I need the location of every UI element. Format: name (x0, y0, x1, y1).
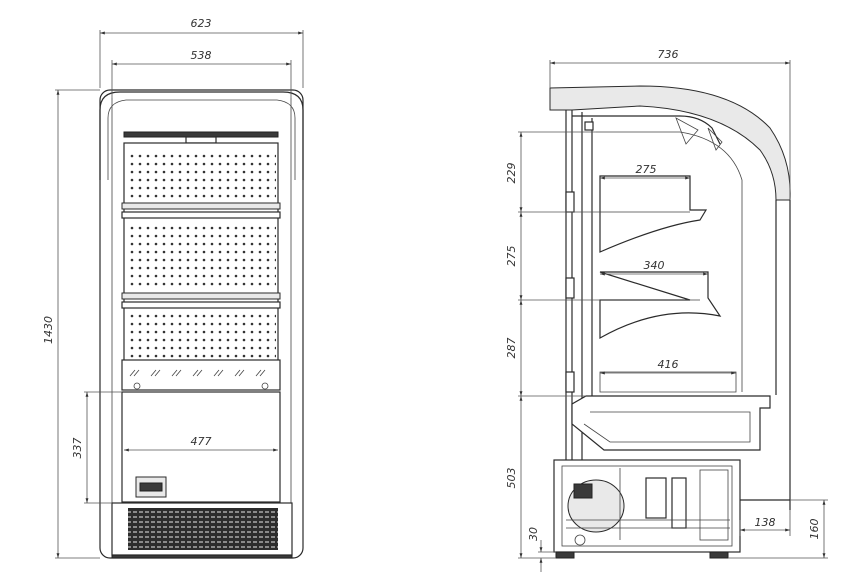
label-side-shelf-depth-middle: 340 (644, 259, 665, 272)
side-condenser (699, 469, 729, 541)
front-shelf-2-edge (121, 301, 281, 309)
side-shelf-lines (600, 211, 700, 301)
dim-side-spacing: 229 275 287 503 (505, 131, 600, 559)
dim-side-rear-offset: 138 (739, 510, 791, 536)
label-front-base-height: 337 (71, 438, 84, 459)
front-canopy-inner (107, 99, 296, 180)
side-filter-drier (671, 477, 687, 529)
front-shelf-2 (121, 292, 281, 300)
label-side-rear-offset: 138 (755, 516, 776, 529)
front-light-bar (123, 131, 279, 138)
side-bottom-shelf (599, 371, 737, 393)
label-side-base-height: 503 (505, 468, 518, 489)
front-shelf-1-edge (121, 211, 281, 219)
front-control-display (139, 482, 163, 492)
label-front-overall-height: 1430 (42, 316, 55, 344)
dim-side-overall-depth: 736 (549, 48, 791, 200)
front-view: 623 538 1430 337 477 (42, 17, 304, 559)
front-foot (111, 554, 293, 559)
label-side-spacing-middle: 275 (505, 246, 518, 267)
side-basin-inner (583, 411, 751, 443)
side-receiver (645, 477, 667, 519)
dim-front-inner-width: 538 (111, 49, 292, 98)
front-light-bracket (185, 136, 217, 144)
dim-front-overall-width: 623 (99, 17, 304, 88)
side-piping (566, 468, 730, 540)
dim-side-foot-height: 30 (527, 527, 556, 572)
label-front-overall-width: 623 (191, 17, 212, 30)
side-shelf-1 (599, 175, 708, 253)
side-front-edge (775, 200, 791, 510)
front-vent-grille (128, 508, 278, 550)
side-foot-front (555, 551, 575, 559)
side-light-fixture-2 (707, 127, 723, 151)
side-shelf-2 (599, 271, 722, 340)
label-side-shelf-depth-bottom: 416 (658, 358, 679, 371)
front-perforation-upper (126, 150, 276, 200)
side-top-bracket (584, 121, 594, 131)
label-front-cabinet-width: 477 (191, 435, 212, 448)
label-side-spacing-bottom: 287 (505, 338, 518, 359)
dim-front-cabinet-width: 477 (124, 435, 278, 452)
front-bottom-plate (121, 359, 281, 391)
label-side-rear-height: 160 (808, 519, 821, 540)
dim-side-shelf-depths: 275 340 416 (600, 163, 736, 375)
front-side-walls (111, 98, 292, 505)
label-side-overall-depth: 736 (658, 48, 679, 61)
front-bottom-plate-marks (129, 369, 266, 377)
dim-front-overall-height: 1430 (42, 89, 100, 559)
side-machine-frame (561, 465, 733, 547)
front-canopy (99, 91, 304, 180)
side-canopy-underside (572, 115, 721, 145)
side-shelf-bracket-1 (565, 191, 575, 213)
side-compressor-terminal (573, 483, 593, 499)
label-side-spacing-top: 229 (505, 163, 518, 184)
front-light-right (261, 382, 269, 390)
side-shelf-bracket-2 (565, 277, 575, 299)
label-front-inner-width: 538 (191, 49, 212, 62)
front-light-left (133, 382, 141, 390)
side-foot-rear (709, 551, 729, 559)
side-shelf-bracket-3 (565, 371, 575, 393)
side-light-fixture-1 (675, 117, 699, 145)
label-side-shelf-depth-top: 275 (636, 163, 657, 176)
dim-side-rear-height: 160 (728, 499, 828, 559)
side-basin (571, 395, 771, 451)
dim-front-base-height: 337 (71, 391, 122, 504)
side-view: 736 229 275 287 503 30 275 340 (505, 48, 828, 572)
label-side-foot-height: 30 (527, 527, 540, 541)
front-perforation-lower (126, 314, 276, 358)
side-fan (574, 534, 586, 546)
side-inner-contour (596, 131, 743, 392)
front-perforation-middle (126, 224, 276, 290)
front-shelf-1 (121, 202, 281, 210)
